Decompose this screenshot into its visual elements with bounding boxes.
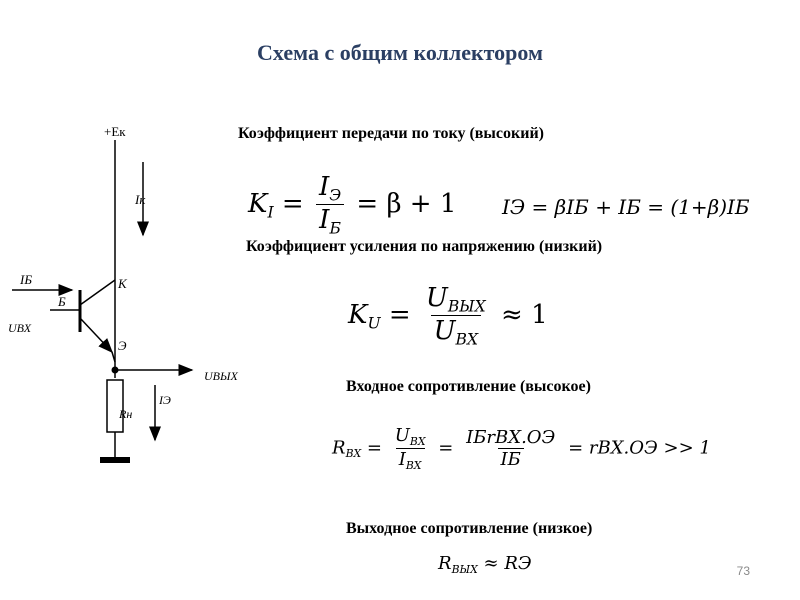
- base-current-label: IБ: [19, 272, 32, 287]
- output-voltage-label: UВЫХ: [204, 369, 238, 383]
- input-resistance-heading: Входное сопротивление (высокое): [346, 378, 591, 395]
- supply-label: +Eк: [104, 124, 126, 139]
- slide-title: Схема с общим коллектором: [257, 40, 543, 65]
- voltage-gain-heading: Коэффициент усиления по напряжению (низк…: [246, 238, 603, 255]
- emitter-lead: [79, 317, 114, 354]
- output-resistance-formula: RВЫХ ≈ RЭ: [438, 553, 532, 576]
- current-gain-heading: Коэффициент передачи по току (высокий): [238, 125, 545, 142]
- base-terminal-label: Б: [57, 294, 66, 309]
- input-voltage-label: UВХ: [8, 321, 32, 335]
- collector-current-label: Iк: [134, 192, 146, 207]
- page-number: 73: [736, 564, 750, 578]
- collector-lead: [79, 279, 116, 306]
- ground-symbol: [100, 457, 130, 463]
- emitter-current-label: IЭ: [158, 393, 171, 407]
- common-collector-circuit: +Eк Iк IБ Б К Э UВХ UВЫХ Rн IЭ: [8, 124, 238, 463]
- collector-terminal-label: К: [117, 276, 128, 291]
- output-resistance-heading: Выходное сопротивление (низкое): [346, 520, 593, 537]
- load-resistor: [106, 379, 124, 433]
- emitter-current-formula: IЭ = βIБ + IБ = (1+β)IБ: [502, 195, 750, 219]
- load-resistor-label: Rн: [118, 407, 132, 421]
- emitter-terminal-label: Э: [118, 338, 127, 353]
